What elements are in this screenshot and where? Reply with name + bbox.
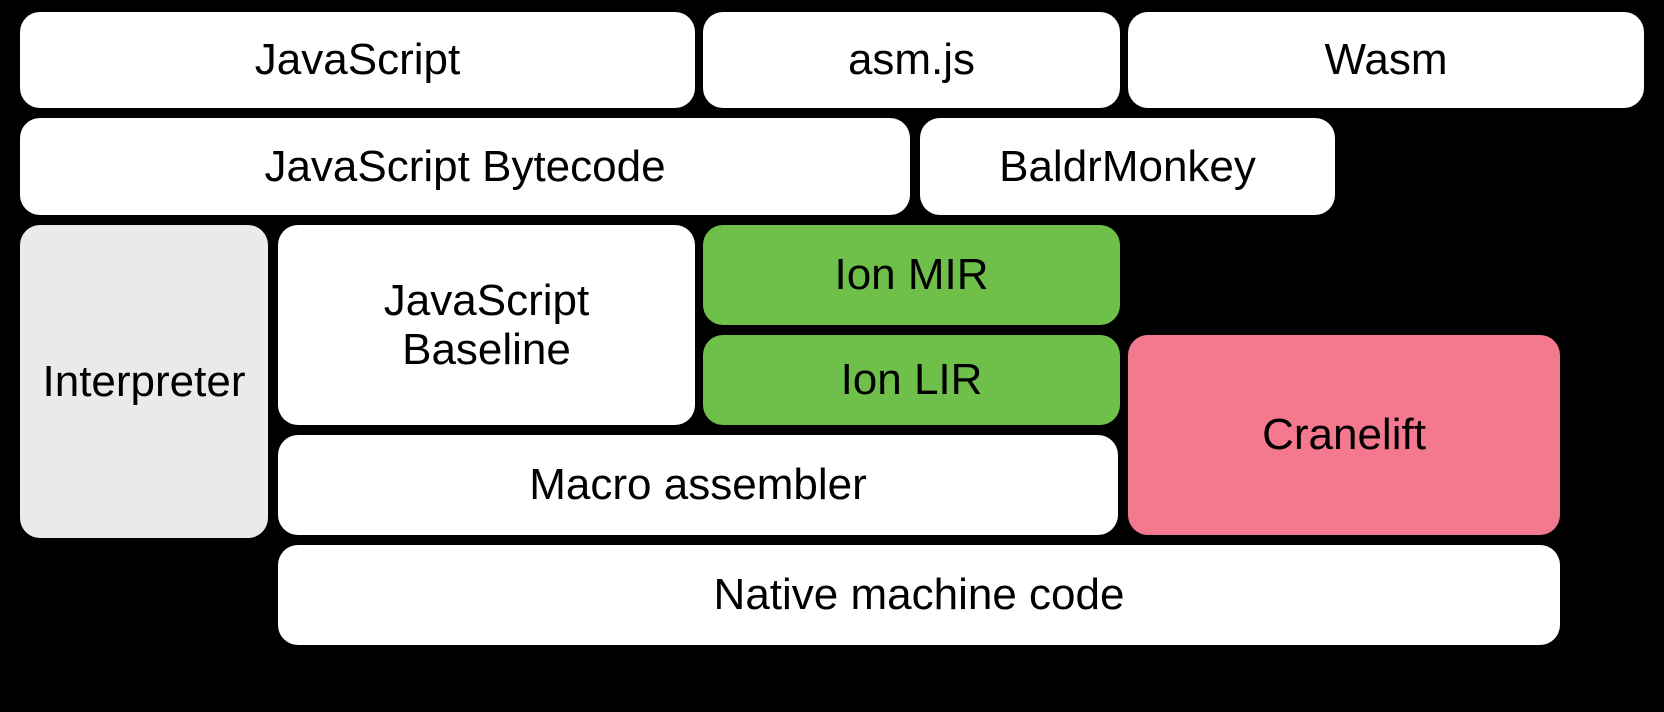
node-javascript-bytecode[interactable]: JavaScript Bytecode (20, 118, 910, 215)
node-ion-mir[interactable]: Ion MIR (703, 225, 1120, 325)
node-baldrmonkey[interactable]: BaldrMonkey (920, 118, 1335, 215)
node-macro-assembler[interactable]: Macro assembler (278, 435, 1118, 535)
node-native-machine-code[interactable]: Native machine code (278, 545, 1560, 645)
node-javascript-baseline[interactable]: JavaScript Baseline (278, 225, 695, 425)
node-wasm[interactable]: Wasm (1128, 12, 1644, 108)
node-interpreter[interactable]: Interpreter (20, 225, 268, 538)
node-javascript[interactable]: JavaScript (20, 12, 695, 108)
node-ion-lir[interactable]: Ion LIR (703, 335, 1120, 425)
node-cranelift[interactable]: Cranelift (1128, 335, 1560, 535)
node-asmjs[interactable]: asm.js (703, 12, 1120, 108)
